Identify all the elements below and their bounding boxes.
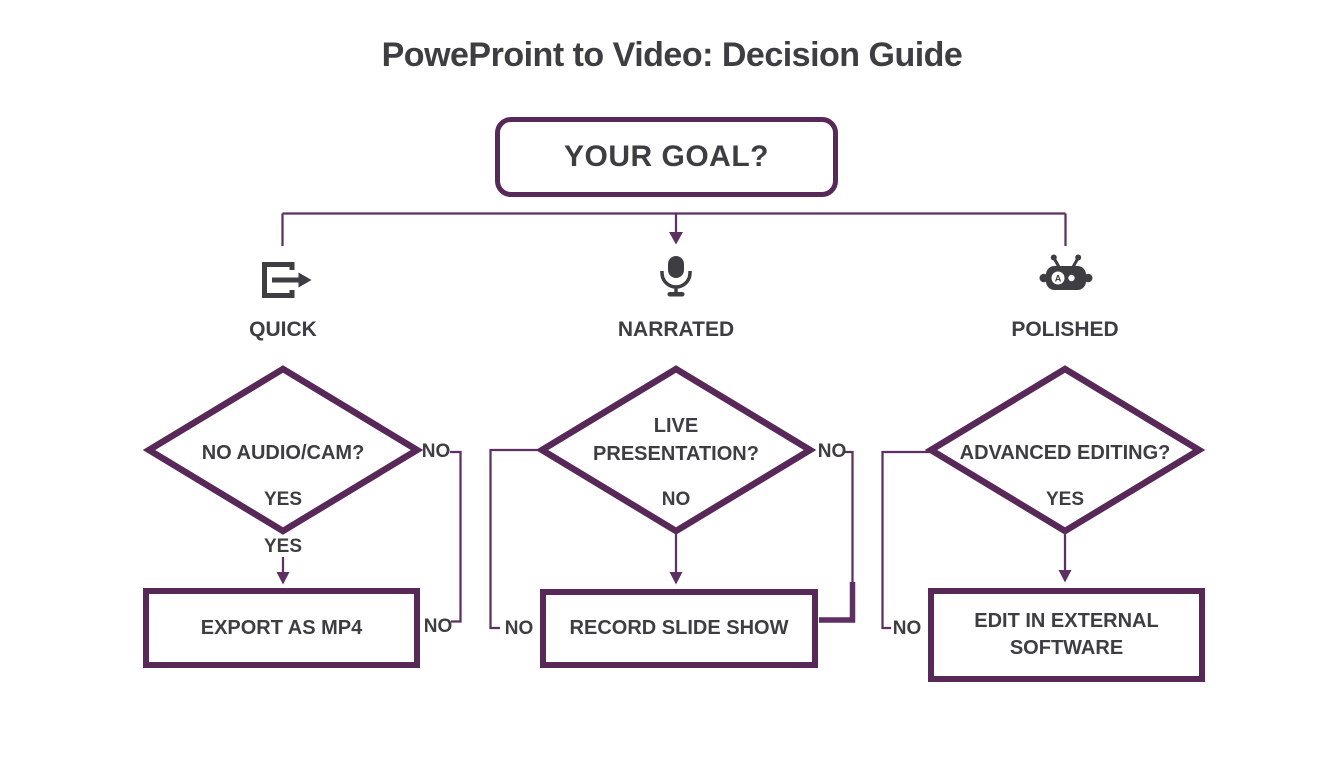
result-polished-label: EDIT IN EXTERNAL SOFTWARE bbox=[974, 610, 1159, 659]
result-node-quick: EXPORT AS MP4 bbox=[143, 588, 420, 668]
diamond-narrated-question: LIVE PRESENTATION? bbox=[593, 415, 759, 465]
branch-label-polished: POLISHED bbox=[1011, 318, 1119, 341]
edge-label-polished-no-left: NO bbox=[892, 618, 922, 639]
diamond-quick-shape bbox=[142, 365, 424, 535]
diamond-quick-question: NO AUDIO/CAM? bbox=[201, 442, 365, 464]
edge-label-quick-no-top: NO bbox=[421, 441, 451, 462]
branch-label-narrated: NARRATED bbox=[617, 318, 735, 341]
goal-node-label: YOUR GOAL? bbox=[564, 140, 769, 173]
diamond-narrated-inner-answer: NO bbox=[661, 489, 691, 510]
microphone-icon bbox=[660, 256, 692, 297]
edge-narrated-right-no-elbow bbox=[819, 582, 856, 623]
branch-label-quick: QUICK bbox=[249, 318, 317, 341]
edge-narrated-left-no-route bbox=[489, 448, 542, 630]
arrowhead-quick bbox=[276, 572, 290, 585]
arrowhead-narrated-down bbox=[669, 572, 683, 585]
result-narrated-label: RECORD SLIDE SHOW bbox=[569, 617, 789, 639]
arrowhead-polished-down bbox=[1058, 570, 1072, 583]
edge-label-quick-no-bottom: NO bbox=[423, 616, 453, 637]
page-title: PoweProint to Video: Decision Guide bbox=[381, 36, 963, 74]
result-quick-label: EXPORT AS MP4 bbox=[200, 616, 363, 639]
robot-eye-letter: A bbox=[1055, 274, 1062, 284]
edge-narrated-right-no-route bbox=[844, 450, 854, 584]
edge-label-narrated-no-right: NO bbox=[817, 441, 847, 462]
diamond-polished-question: ADVANCED EDITING? bbox=[959, 442, 1171, 464]
result-node-narrated: RECORD SLIDE SHOW bbox=[540, 589, 818, 668]
edge-quick-no-route bbox=[450, 450, 462, 623]
export-icon bbox=[262, 262, 312, 298]
goal-node: YOUR GOAL? bbox=[495, 117, 838, 197]
result-node-polished: EDIT IN EXTERNAL SOFTWARE bbox=[928, 588, 1205, 682]
arrowhead-narrated bbox=[669, 232, 683, 245]
edge-polished-left-no-route bbox=[881, 450, 929, 630]
edge-label-quick-yes: YES bbox=[263, 536, 303, 557]
diamond-quick-inner-answer: YES bbox=[263, 489, 303, 510]
diamond-polished-inner-answer: YES bbox=[1045, 489, 1085, 510]
edge-label-narrated-no-left: NO bbox=[504, 618, 534, 639]
robot-icon: A bbox=[1039, 254, 1093, 290]
